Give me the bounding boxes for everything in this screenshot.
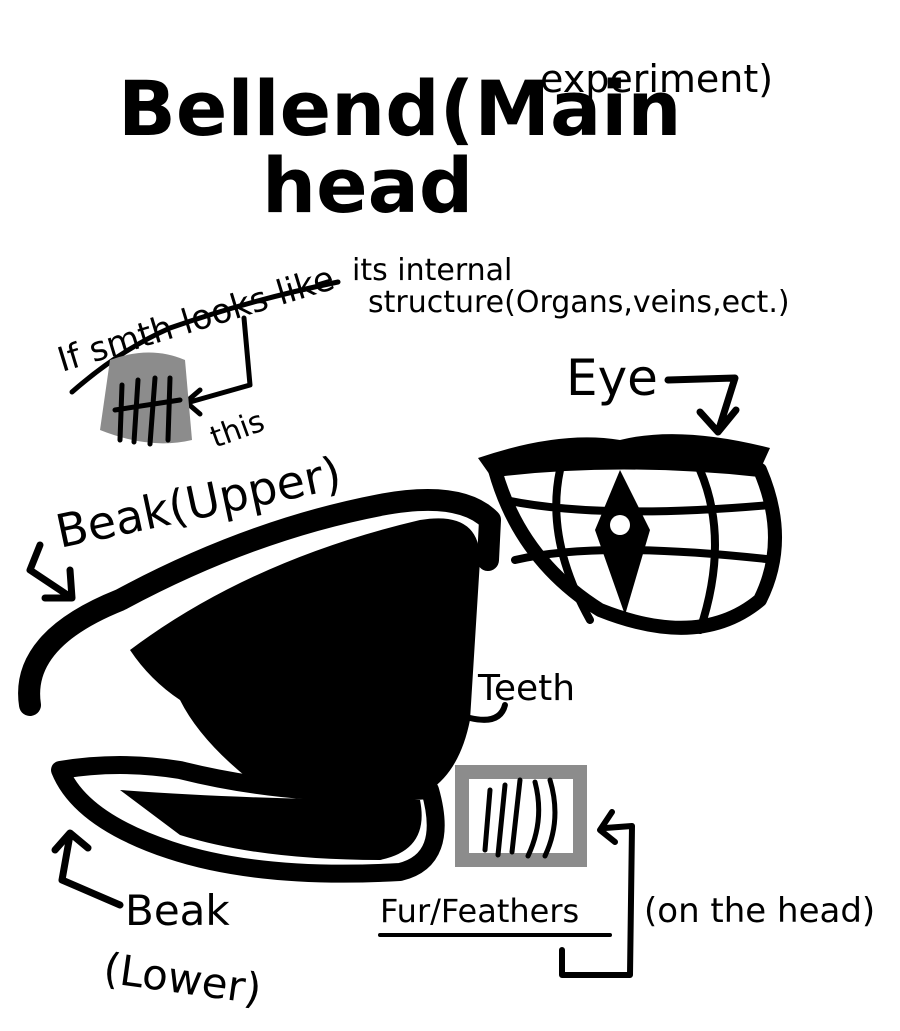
fur-label: Fur/Feathers: [380, 892, 579, 930]
beak-lower-label-2: (Lower): [101, 943, 265, 1014]
eye-arrow: [664, 374, 740, 436]
eye-label: Eye: [566, 349, 658, 407]
fur-note: (on the head): [644, 891, 875, 931]
note-line-2: its internal: [352, 253, 512, 288]
beak-lower-arrow: [51, 829, 124, 909]
fur-arrow: [559, 809, 635, 978]
beak-drawing: [18, 489, 501, 883]
title-experiment: experiment): [540, 57, 773, 101]
fur-swatch: [455, 765, 587, 867]
beak-upper-arrow: [26, 541, 76, 602]
eye-drawing: [478, 434, 782, 635]
beak-upper-label: Beak(Upper): [51, 446, 346, 559]
teeth-label: Teeth: [477, 668, 575, 709]
title-head: head: [262, 141, 473, 230]
note-pointer-label: this: [206, 404, 269, 456]
internal-structure-swatch: [100, 352, 192, 447]
beak-lower-label-1: Beak: [125, 886, 230, 935]
note-underline: [69, 279, 341, 395]
note-line-3: structure(Organs,veins,ect.): [368, 285, 790, 320]
title-main: Bellend(Main: [118, 64, 681, 153]
teeth-arrow: [437, 702, 508, 723]
